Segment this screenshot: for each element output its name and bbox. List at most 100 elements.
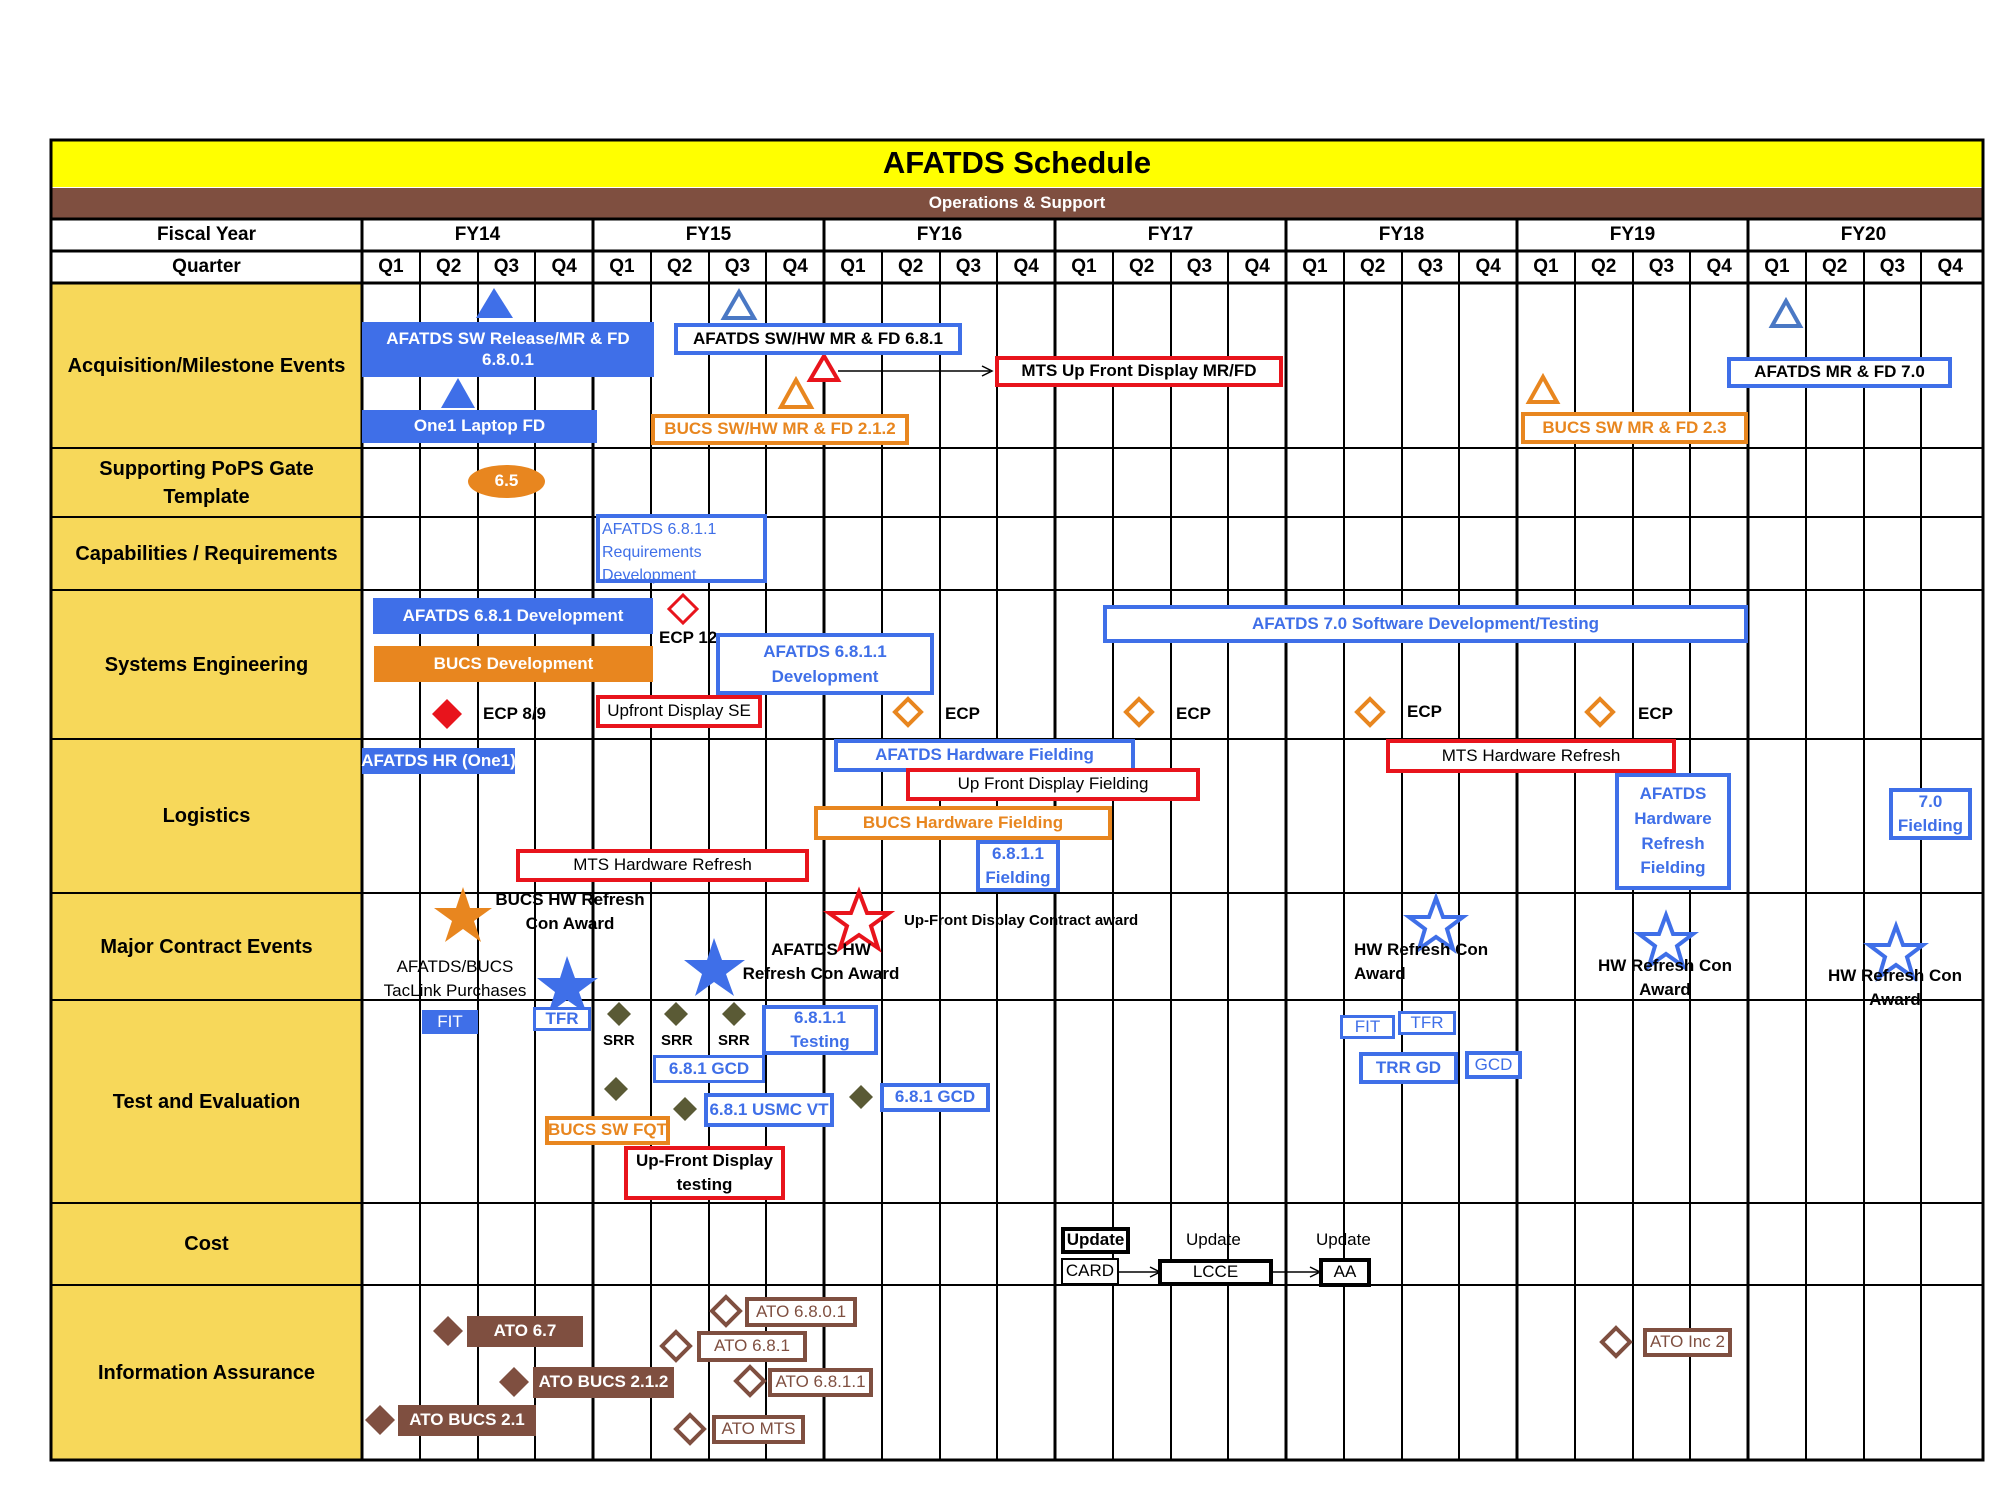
- ecp-fy17-label: ECP: [1176, 704, 1211, 723]
- milestone-triangle-outline: [720, 287, 758, 320]
- contract-star-outline: [1403, 892, 1469, 954]
- quarter-fy15-q3: Q3: [724, 256, 751, 277]
- quarter-fy15-q4: Q4: [782, 256, 808, 277]
- afatds-70-development-bar: AFATDS 7.0 Software Development/Testing: [1103, 605, 1748, 643]
- ato-bucs-212-box: ATO BUCS 2.1.2: [533, 1367, 674, 1398]
- milestone-triangle-filled: [476, 288, 513, 318]
- ecp-diamond-outline: [892, 696, 924, 728]
- testing-6811-box: 6.8.1.1 Testing: [762, 1005, 878, 1055]
- afatds-6811-development-box: AFATDS 6.8.1.1 Development: [716, 633, 934, 695]
- milestone-triangle-filled: [441, 378, 475, 408]
- fit-fy18-box: FIT: [1340, 1015, 1395, 1039]
- cost-lcce-box: LCCE: [1158, 1259, 1273, 1286]
- quarter-fy17-q1: Q1: [1071, 256, 1097, 277]
- cost-update-3-label: Update: [1316, 1230, 1371, 1249]
- quarter-label: Quarter: [172, 256, 241, 277]
- ato-diamond-outline: [709, 1294, 743, 1328]
- row-label-systems-engineering: Systems Engineering: [104, 653, 309, 676]
- ecp-fy16-label: ECP: [945, 704, 980, 723]
- tfr-fy14-box: TFR: [533, 1007, 591, 1031]
- srr-diamond: [664, 1002, 688, 1026]
- ato-bucs-21-box: ATO BUCS 2.1: [398, 1405, 536, 1436]
- srr-1-label: SRR: [603, 1032, 635, 1049]
- row-label-test-evaluation: Test and Evaluation: [112, 1090, 301, 1113]
- quarter-fy15-q1: Q1: [609, 256, 635, 277]
- ato-diamond-outline: [1599, 1325, 1633, 1359]
- one1-laptop-fd-box: One1 Laptop FD: [362, 410, 597, 443]
- quarter-fy18-q1: Q1: [1302, 256, 1328, 277]
- usmc-vt-box: 6.8.1 USMC VT: [704, 1093, 834, 1127]
- hw-refresh-con-fy20-label: HW Refresh Con Award: [1827, 966, 1963, 1009]
- fiscal-year-fy14: FY14: [454, 224, 501, 245]
- upfront-contract-label: Up-Front Display Contract award: [904, 912, 1139, 929]
- mts-hw-refresh-1-box: MTS Hardware Refresh: [516, 849, 809, 882]
- ato-diamond-outline: [733, 1364, 767, 1398]
- quarter-fy16-q1: Q1: [840, 256, 866, 277]
- ecp-diamond-filled: [432, 699, 462, 729]
- fiscal-year-fy18: FY18: [1378, 224, 1425, 245]
- req-6811-box: AFATDS 6.8.1.1 Requirements Development: [596, 514, 767, 584]
- ato-6801-box: ATO 6.8.0.1: [745, 1297, 857, 1327]
- srr-diamond: [607, 1002, 631, 1026]
- gcd-fy18-box: GCD: [1465, 1051, 1522, 1079]
- bucs-hw-refresh-con-label: BUCS HW Refresh Con Award: [495, 890, 645, 933]
- ato-diamond-filled: [499, 1367, 529, 1397]
- ecp-diamond-outline: [666, 592, 700, 626]
- bucs-sw-23-box: BUCS SW MR & FD 2.3: [1521, 412, 1748, 444]
- row-label-acquisition: Acquisition/Milestone Events: [67, 354, 346, 377]
- quarter-fy17-q4: Q4: [1244, 256, 1270, 277]
- mts-hw-refresh-2-box: MTS Hardware Refresh: [1386, 739, 1676, 773]
- milestone-triangle-outline: [806, 352, 842, 382]
- bucs-development-bar: BUCS Development: [374, 646, 653, 682]
- quarter-fy18-q2: Q2: [1359, 256, 1386, 277]
- quarter-fy18-q4: Q4: [1475, 256, 1501, 277]
- quarter-fy16-q3: Q3: [955, 256, 982, 277]
- quarter-fy14-q4: Q4: [551, 256, 577, 277]
- hw-refresh-con-fy18-label: HW Refresh Con Award: [1354, 940, 1489, 983]
- ecp89-label: ECP 8/9: [483, 704, 547, 723]
- fiscal-year-fy20: FY20: [1840, 224, 1887, 245]
- fiscal-year-fy17: FY17: [1147, 224, 1194, 245]
- contract-star-filled: [537, 956, 598, 1014]
- hw-refresh-con-fy19-label: HW Refresh Con Award: [1597, 956, 1733, 999]
- quarter-fy16-q4: Q4: [1013, 256, 1039, 277]
- row-label-pops: Supporting PoPS Gate Template: [51, 448, 362, 517]
- row-label-capabilities: Capabilities / Requirements: [75, 542, 338, 565]
- fielding-6811-box: 6.8.1.1 Fielding: [976, 840, 1060, 892]
- ecp-diamond-outline: [1584, 696, 1616, 728]
- ato-diamond-outline: [659, 1329, 693, 1363]
- test-diamond: [673, 1097, 697, 1121]
- upfront-testing-box: Up-Front Display testing: [624, 1146, 785, 1200]
- srr-2-label: SRR: [661, 1032, 693, 1049]
- quarter-fy19-q2: Q2: [1590, 256, 1617, 277]
- ato-67-box: ATO 6.7: [467, 1316, 583, 1347]
- upfront-display-se-box: Upfront Display SE: [596, 695, 762, 728]
- contract-star-filled: [434, 887, 492, 942]
- contract-star-filled: [684, 938, 745, 996]
- quarter-fy16-q2: Q2: [897, 256, 924, 277]
- afatds-mrfd-70-box: AFATDS MR & FD 7.0: [1727, 357, 1952, 388]
- trr-gd-box: TRR GD: [1359, 1052, 1458, 1084]
- ecp-diamond-outline: [1354, 696, 1386, 728]
- cost-update-1-box: Update: [1061, 1227, 1130, 1254]
- ecp-diamond-outline: [1123, 696, 1155, 728]
- quarter-fy20-q1: Q1: [1764, 256, 1790, 277]
- fiscal-year-label: Fiscal Year: [157, 224, 256, 245]
- bucs-swhw-212-box: BUCS SW/HW MR & FD 2.1.2: [651, 414, 909, 445]
- fit-fy14-box: FIT: [422, 1010, 478, 1034]
- afatds-hw-refresh-fielding-box: AFATDS Hardware Refresh Fielding: [1615, 773, 1731, 890]
- fiscal-year-fy19: FY19: [1609, 224, 1656, 245]
- title-bar: [51, 140, 1983, 187]
- quarter-fy17-q2: Q2: [1128, 256, 1155, 277]
- ato-mts-box: ATO MTS: [712, 1415, 805, 1444]
- ato-diamond-outline: [673, 1412, 707, 1446]
- test-diamond: [849, 1085, 873, 1109]
- afatds-hw-refresh-con-label: AFATDS HW Refresh Con Award: [742, 940, 900, 983]
- operations-support-band: Operations & Support: [928, 192, 1106, 212]
- quarter-fy20-q4: Q4: [1937, 256, 1963, 277]
- quarter-fy19-q4: Q4: [1706, 256, 1732, 277]
- fielding-70-box: 7.0 Fielding: [1889, 788, 1972, 840]
- gcd-681-b-box: 6.8.1 GCD: [880, 1083, 990, 1112]
- mts-upfront-mrfd-box: MTS Up Front Display MR/FD: [995, 356, 1283, 387]
- milestone-triangle-outline: [1768, 296, 1804, 328]
